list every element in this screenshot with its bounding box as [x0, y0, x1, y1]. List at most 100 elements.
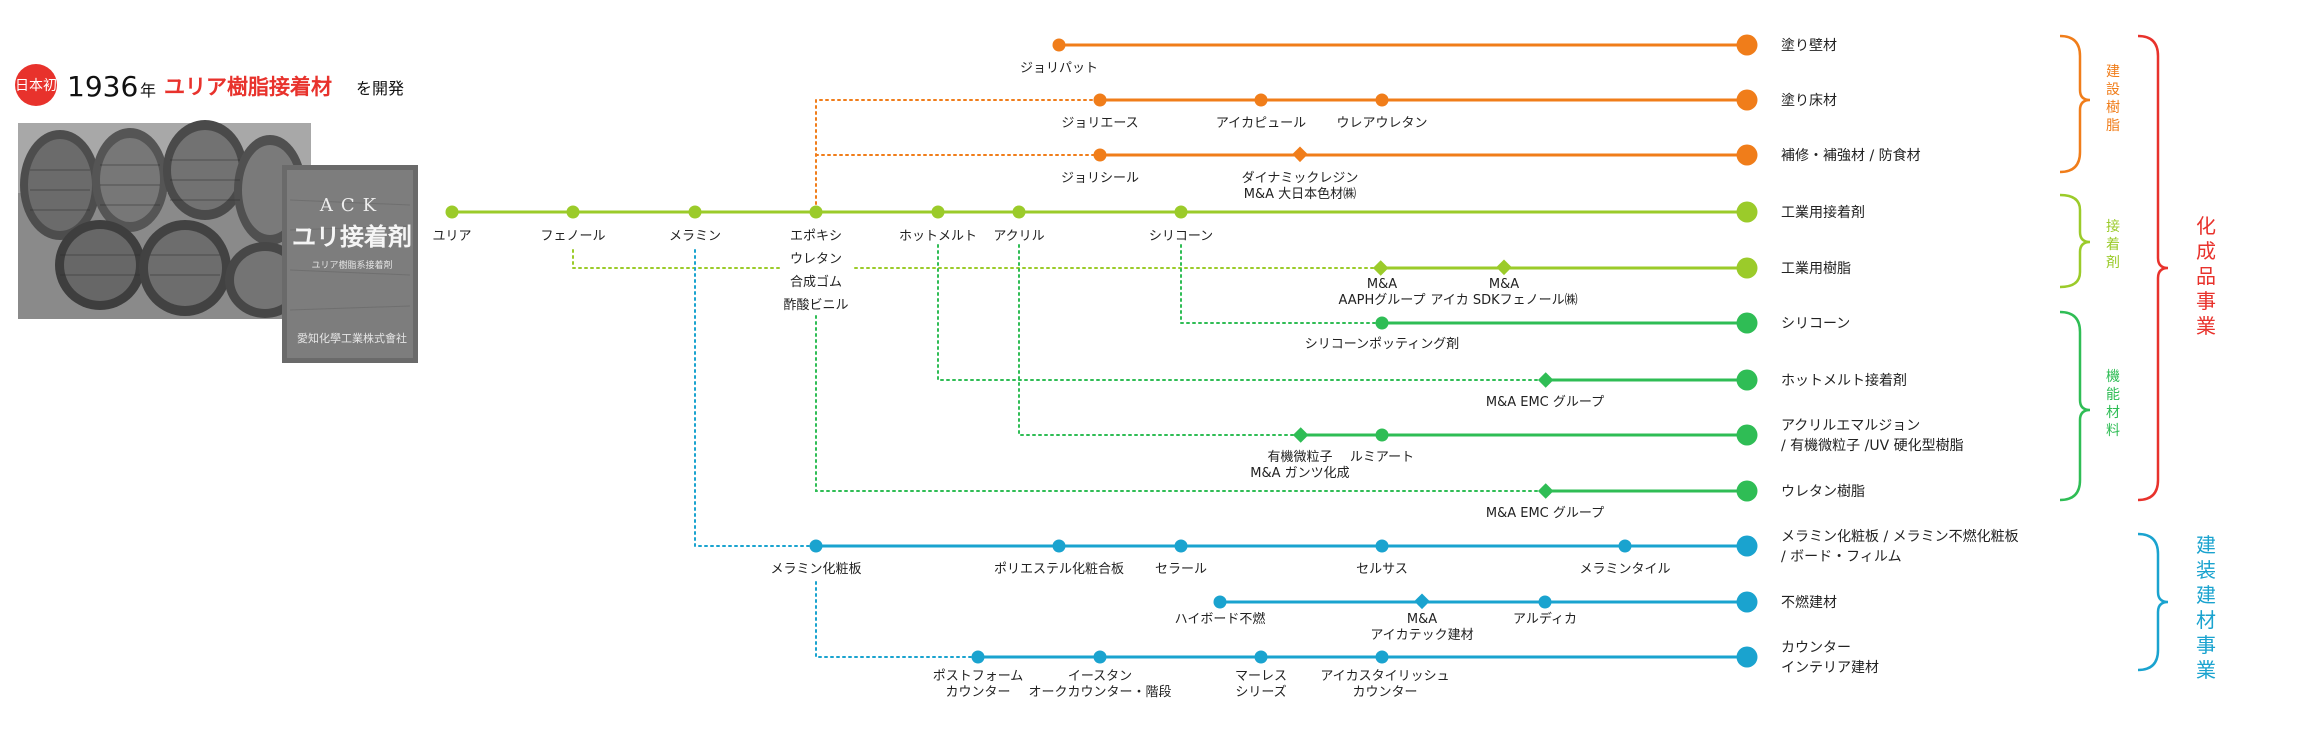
label-celsas: セルサス [1356, 562, 1408, 577]
label-postform: ポストフォーム [933, 669, 1024, 684]
connector-epoxy-l2 [815, 99, 1101, 211]
node-aldica [1538, 595, 1552, 609]
end-node-l2 [1736, 89, 1758, 111]
label-ma-2: M&A [1489, 277, 1519, 292]
photo-bottles [18, 120, 311, 319]
header-suffix: を開発 [356, 79, 404, 98]
trunk-label-phenol: フェノール [540, 229, 605, 244]
label-ma-3: M&A [1407, 612, 1437, 627]
trunk-label-synthetic-rubber: 合成ゴム [790, 274, 842, 290]
end-label-l10b: / ボード・フィルム [1781, 549, 1902, 565]
node-aicatech-diamond [1414, 593, 1430, 610]
category-functional: 機能材料 [2106, 369, 2120, 439]
trunk-label-melamine: メラミン [669, 229, 721, 244]
end-node-l9 [1736, 480, 1758, 502]
trunk-label-silicone: シリコーン [1149, 229, 1213, 244]
label-sdk: アイカ SDKフェノール㈱ [1430, 293, 1577, 308]
node-melamine-board [809, 539, 823, 553]
node-melamine [688, 205, 702, 219]
label-ma-1: M&A [1367, 277, 1397, 292]
svg-text:建設樹脂: 建設樹脂 [2106, 64, 2120, 134]
label-organic-particle: 有機微粒子 [1267, 450, 1332, 465]
trunk-label-vinyl-acetate: 酢酸ビニル [783, 298, 848, 313]
node-sdk-diamond [1496, 259, 1512, 276]
connector-melamine-l10 [694, 249, 817, 547]
node-hiboard [1213, 595, 1227, 609]
end-node-l8 [1736, 424, 1758, 446]
node-postform [971, 650, 985, 664]
header-year-suffix: 年 [140, 81, 156, 100]
label-marres-2: シリーズ [1235, 684, 1286, 700]
label-polyester: ポリエステル化粧合板 [994, 562, 1124, 577]
end-label-l3: 補修・補強材 / 防食材 [1781, 147, 1921, 164]
japan-first-badge [15, 64, 57, 106]
label-aicatech: アイカテック建材 [1370, 628, 1473, 643]
trunk-label-urethane: ウレタン [790, 252, 842, 267]
category-adhesive: 接着剤 [2106, 218, 2120, 271]
end-label-l4: 工業用接着剤 [1781, 204, 1865, 221]
node-jolipatto [1052, 38, 1066, 52]
box-brand: ACK [319, 195, 384, 216]
connector-epoxy-l9 [815, 315, 1546, 492]
label-hiboard: ハイボード不燃 [1175, 611, 1266, 627]
connector-silicone-l6 [1180, 244, 1381, 324]
label-melamine-tile: メラミンタイル [1579, 562, 1670, 577]
category-chemical: 化成品事業 [2196, 214, 2216, 338]
node-silicone [1174, 205, 1188, 219]
node-epoxy [809, 205, 823, 219]
badge-text: 日本初 [15, 77, 57, 94]
header-year: 1936 [67, 70, 138, 103]
end-node-l5 [1736, 257, 1758, 279]
end-label-l2: 塗り床材 [1781, 92, 1837, 109]
node-joliseal [1093, 148, 1107, 162]
trunk-label-hotmelt: ホットメルト [899, 229, 977, 244]
end-label-l12b: インテリア建材 [1781, 660, 1879, 676]
label-aicapure: アイカピュール [1216, 116, 1306, 131]
end-label-l8b: / 有機微粒子 /UV 硬化型樹脂 [1781, 438, 1964, 454]
label-emc-2: M&A EMC グループ [1486, 506, 1604, 521]
node-urea [445, 205, 459, 219]
end-label-l7: ホットメルト接着剤 [1781, 372, 1907, 389]
end-node-l10 [1736, 535, 1758, 557]
label-joliseal: ジョリシール [1061, 171, 1139, 186]
svg-text:接着剤: 接着剤 [2106, 218, 2120, 271]
label-aaph: AAPHグループ [1339, 293, 1426, 308]
trunk-label-acrylic: アクリル [993, 229, 1044, 244]
label-ganz: M&A ガンツ化成 [1250, 466, 1349, 481]
label-marres: マーレス [1235, 669, 1287, 684]
label-joliace: ジョリエース [1061, 116, 1138, 131]
category-construction-resin: 建設樹脂 [2106, 64, 2120, 134]
brace-chemical [2137, 34, 2169, 502]
label-ceraal: セラール [1155, 562, 1207, 577]
end-node-l7 [1736, 369, 1758, 391]
node-emc-diamond-2 [1537, 483, 1554, 499]
label-urea-urethane: ウレアウレタン [1336, 116, 1427, 131]
node-stylish [1375, 650, 1389, 664]
label-eastern-2: オークカウンター・階段 [1028, 685, 1171, 700]
node-urea-urethane [1375, 93, 1389, 107]
label-stylish: アイカスタイリッシュ [1320, 669, 1449, 684]
node-phenol [566, 205, 580, 219]
end-label-l11: 不燃建材 [1781, 594, 1837, 611]
node-joliace [1093, 93, 1107, 107]
end-label-l5: 工業用樹脂 [1781, 261, 1851, 277]
label-silicone-potting: シリコーンポッティング剤 [1305, 336, 1460, 352]
end-node-l1 [1736, 34, 1758, 56]
connector-phenol-l5 [572, 249, 781, 269]
end-node-l3 [1736, 144, 1758, 166]
end-label-l10a: メラミン化粧板 / メラミン不燃化粧板 [1781, 528, 2019, 545]
node-hotmelt [931, 205, 945, 219]
connector-hotmelt-l7 [937, 244, 1546, 381]
node-marres [1254, 650, 1268, 664]
node-silicone-potting [1375, 316, 1389, 330]
end-label-l9: ウレタン樹脂 [1781, 484, 1865, 500]
label-melamine-board: メラミン化粧板 [770, 562, 861, 577]
svg-text:建装建材事業: 建装建材事業 [2196, 533, 2216, 682]
label-dynamic-resin: ダイナミックレジン [1242, 171, 1359, 186]
node-lumiart [1375, 428, 1389, 442]
end-node-l6 [1736, 312, 1758, 334]
label-postform-2: カウンター [945, 685, 1010, 700]
node-celsas [1375, 539, 1389, 553]
connector-l10-l12 [815, 581, 979, 658]
